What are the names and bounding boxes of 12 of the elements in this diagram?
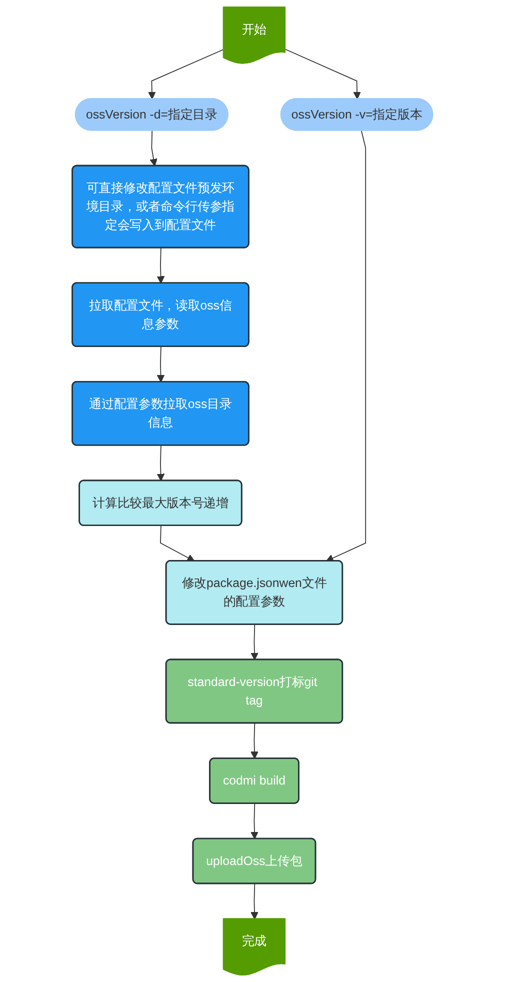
arrow <box>160 525 195 562</box>
arrow <box>250 803 258 840</box>
arrow <box>250 722 258 760</box>
arrow <box>250 883 258 920</box>
arrow <box>250 624 258 660</box>
arrow <box>326 130 366 562</box>
arrow <box>148 48 224 100</box>
arrow <box>156 346 165 382</box>
arrow <box>150 130 158 166</box>
arrow <box>156 445 165 482</box>
arrow <box>156 248 165 284</box>
arrow <box>285 48 361 100</box>
